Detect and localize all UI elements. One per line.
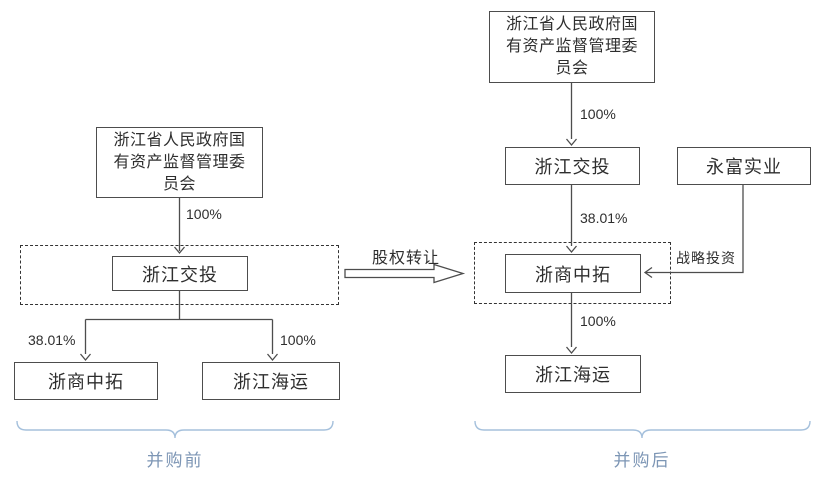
arrowhead-down-icon [566, 245, 577, 254]
before-haiyun-label: 浙江海运 [233, 372, 309, 392]
arrowhead-down-icon [566, 138, 577, 147]
before-pct-commission-jiaotou: 100% [186, 206, 222, 222]
after-pct-jiaotou-zhongtuo: 38.01% [580, 210, 628, 226]
before-commission-box: 浙江省人民政府国有资产监督管理委员会 [96, 127, 263, 198]
yongfu-box: 永富实业 [677, 147, 811, 185]
before-jiaotou-label: 浙江交投 [142, 264, 218, 285]
before-jiaotou-box: 浙江交投 [112, 256, 248, 291]
arrowhead-down-icon [80, 353, 91, 362]
after-group-label: 并购后 [613, 451, 671, 470]
transfer-label: 股权转让 [371, 250, 440, 267]
before-zhongtuo-box: 浙商中拓 [14, 362, 158, 400]
before-commission-label: 浙江省人民政府国有资产监督管理委员会 [113, 131, 246, 193]
before-haiyun-box: 浙江海运 [202, 362, 340, 400]
arrowhead-down-icon [174, 246, 185, 255]
connector-after-jiaotou-zhongtuo [566, 183, 577, 254]
transfer-block-arrow-icon [344, 263, 466, 284]
after-zhongtuo-label: 浙商中拓 [535, 264, 611, 285]
connector-before-jiaotou-children [80, 289, 278, 362]
after-zhongtuo-box: 浙商中拓 [505, 254, 641, 293]
after-commission-box: 浙江省人民政府国有资产监督管理委员会 [489, 11, 655, 83]
connector-after-commission-jiaotou [566, 81, 577, 147]
yongfu-label: 永富实业 [706, 157, 782, 177]
after-pct-zhongtuo-haiyun: 100% [580, 313, 616, 329]
after-jiaotou-label: 浙江交投 [534, 157, 611, 177]
after-haiyun-label: 浙江海运 [535, 365, 611, 385]
after-haiyun-box: 浙江海运 [505, 355, 641, 393]
arrowhead-left-icon [643, 266, 653, 279]
arrowhead-down-icon [566, 346, 577, 355]
connector-yongfu-zhongtuo [643, 183, 744, 279]
before-brace-icon [16, 420, 334, 439]
connector-before-commission-jiaotou [174, 196, 185, 255]
after-brace-icon [474, 420, 811, 439]
arrowhead-down-icon [267, 353, 278, 362]
after-pct-commission-jiaotou: 100% [580, 106, 616, 122]
connector-after-zhongtuo-haiyun [566, 291, 577, 355]
before-zhongtuo-label: 浙商中拓 [48, 372, 124, 392]
after-jiaotou-box: 浙江交投 [505, 147, 640, 185]
before-pct-jiaotou-zhongtuo: 38.01% [28, 332, 76, 348]
before-group-label: 并购前 [146, 451, 204, 470]
after-commission-label: 浙江省人民政府国有资产监督管理委员会 [505, 16, 638, 77]
before-pct-jiaotou-haiyun: 100% [280, 332, 316, 348]
strategic-investment-label: 战略投资 [676, 250, 736, 266]
